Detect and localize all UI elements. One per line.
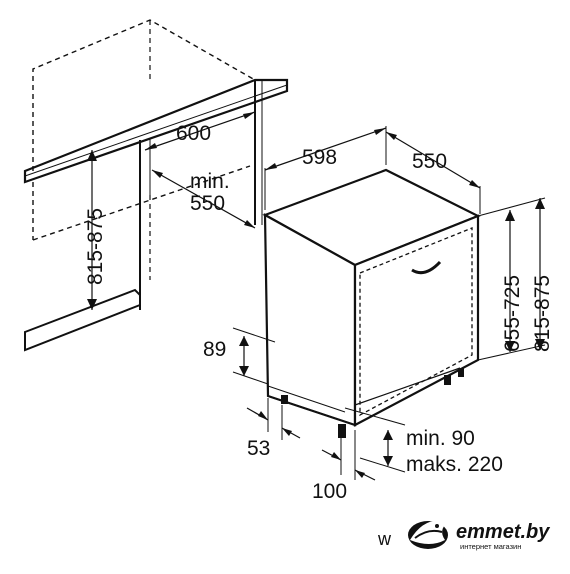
- watermark: w emmet.by интернет магазин: [377, 520, 550, 551]
- door-gap-max-label: maks. 220: [406, 453, 503, 476]
- watermark-brand: emmet.by: [456, 521, 550, 543]
- niche-height-label: 815-875: [84, 208, 107, 285]
- foot-offset-label: 53: [247, 437, 270, 460]
- cabinet-niche: [23, 19, 289, 352]
- appliance-height-label-2: 815-875: [531, 275, 554, 352]
- watermark-prefix: w: [377, 529, 392, 549]
- appliance-depth-label: 550: [412, 150, 447, 173]
- watermark-tagline: интернет магазин: [460, 542, 521, 551]
- appliance-height-label-1: 655-725: [501, 275, 524, 352]
- plinth-height-label: 89: [203, 338, 226, 361]
- door-clearance-label: 100: [312, 480, 347, 503]
- niche-depth-label-line2: 550: [190, 192, 225, 215]
- dishwasher: [262, 168, 481, 438]
- door-gap-min-label: min. 90: [406, 427, 475, 450]
- niche-width-label: 600: [176, 122, 211, 145]
- appliance-width-label: 598: [302, 146, 337, 169]
- niche-dimensions: [87, 111, 256, 310]
- bird-logo-icon: [408, 520, 448, 549]
- niche-depth-label-line1: min.: [190, 170, 230, 193]
- appliance-dimensions: [232, 126, 546, 481]
